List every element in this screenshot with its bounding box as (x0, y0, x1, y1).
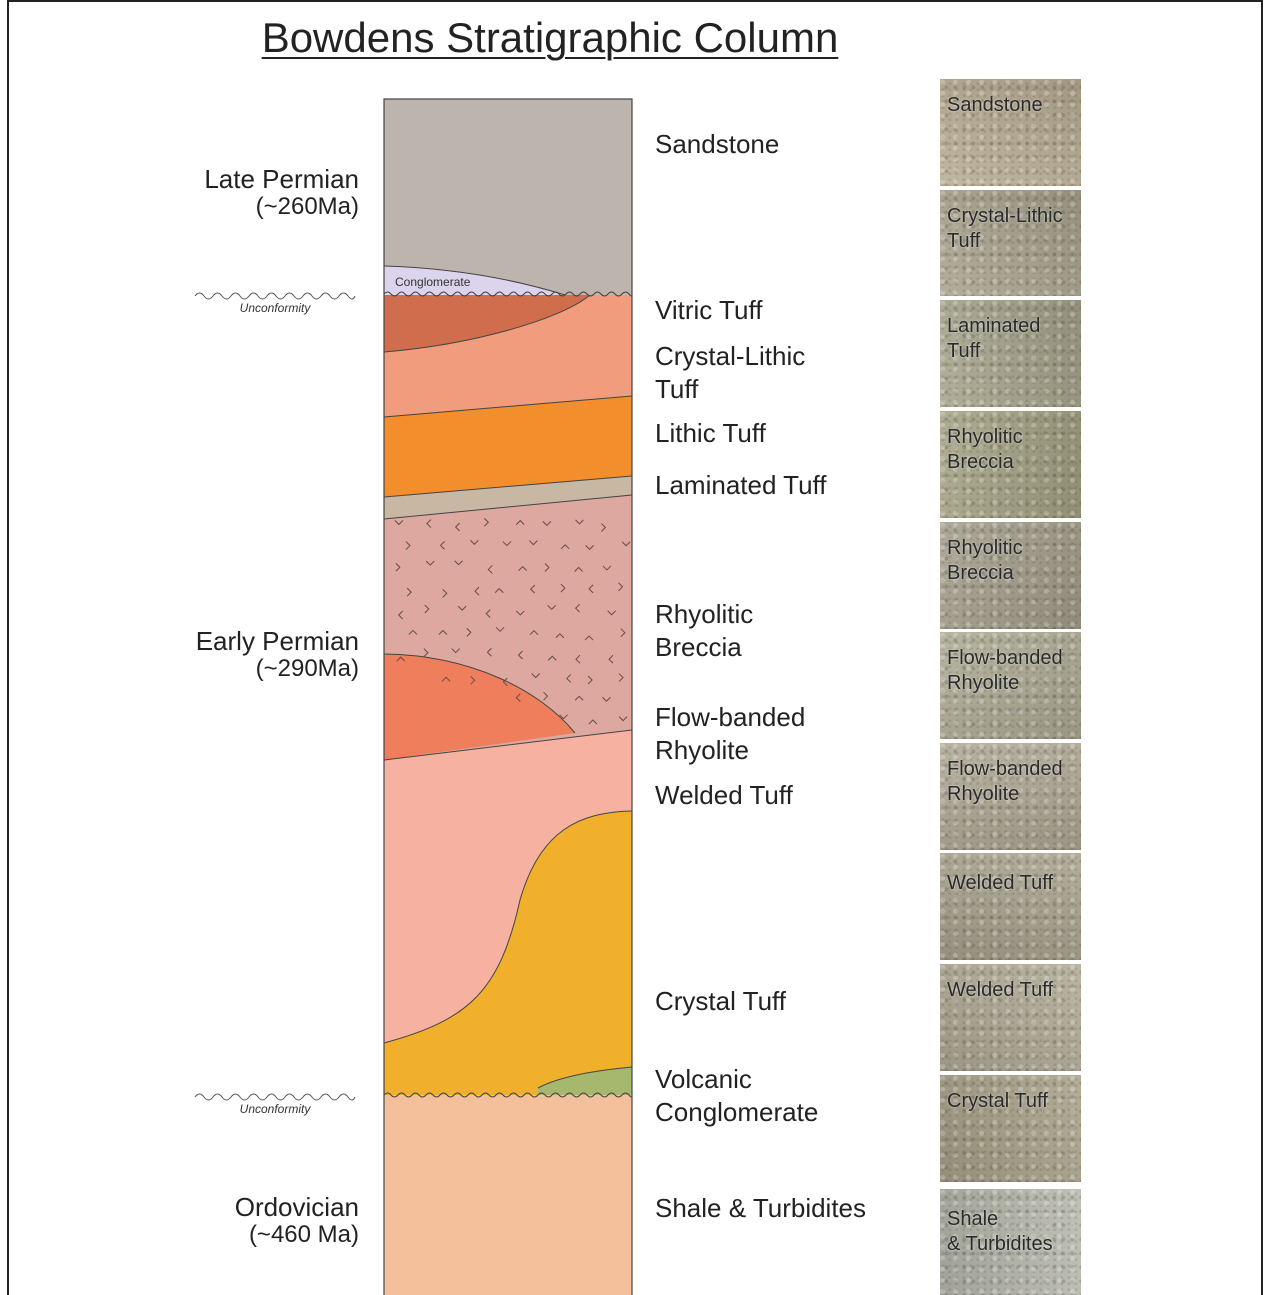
conglomerate-label: Conglomerate (395, 275, 471, 289)
specimen-photo-crystal-tuff: Crystal Tuff (940, 1075, 1081, 1182)
label-rhyolitic-breccia: RhyoliticBreccia (655, 598, 753, 664)
photo-caption: Crystal Tuff (947, 1089, 1048, 1114)
specimen-photo-shale-turbidites: Shale& Turbidites (940, 1189, 1081, 1295)
label-shale-turbidites: Shale & Turbidites (655, 1192, 866, 1225)
unconformity-symbol-lower (195, 1094, 355, 1100)
unconformity-symbol-upper (195, 293, 355, 299)
photo-caption: Shale& Turbidites (947, 1207, 1053, 1257)
label-crystal-tuff: Crystal Tuff (655, 985, 786, 1018)
label-laminated-tuff: Laminated Tuff (655, 469, 827, 502)
layer-shale-turbidites (384, 1095, 632, 1295)
label-welded-tuff: Welded Tuff (655, 779, 793, 812)
specimen-photo-welded-tuff-2: Welded Tuff (940, 964, 1081, 1071)
photo-caption: Flow-bandedRhyolite (947, 757, 1063, 807)
label-sandstone: Sandstone (655, 128, 779, 161)
photo-caption: Welded Tuff (947, 871, 1053, 896)
label-vitric-tuff: Vitric Tuff (655, 294, 762, 327)
specimen-photo-sandstone: Sandstone (940, 79, 1081, 186)
layer-sandstone (384, 99, 632, 295)
specimen-photo-welded-tuff-1: Welded Tuff (940, 853, 1081, 960)
label-lithic-tuff: Lithic Tuff (655, 417, 766, 450)
photo-caption: Welded Tuff (947, 978, 1053, 1003)
specimen-photo-rhyolitic-breccia-2: RhyoliticBreccia (940, 522, 1081, 629)
photo-caption: Sandstone (947, 93, 1043, 118)
